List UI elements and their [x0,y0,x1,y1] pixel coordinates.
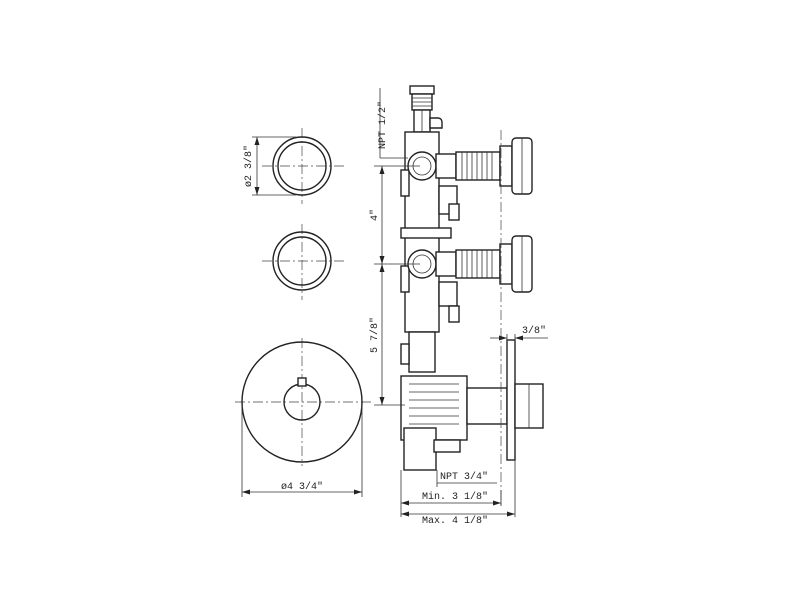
handle-diameter-label: ø2 3/8" [243,145,255,187]
side-view-group [400,85,544,505]
upper-spindle-and-handle [435,137,533,195]
handle-diameter-dimension: ø2 3/8" [243,136,296,196]
front-view-group: ø2 3/8" ø4 3/4" [235,128,372,497]
depth-max-label: Max. 4 1/8" [422,515,488,527]
depth-min-label: Min. 3 1/8" [422,491,488,503]
plate-thickness-dimension: 3/8" [490,325,548,342]
handle-front-view-top [262,128,345,204]
npt-bottom-label: NPT 3/4" [440,471,488,483]
dimensions-side-view: NPT 1/2" 4" 5 7/8" 3/8" [369,88,548,527]
top-inlet-connector [409,85,443,133]
valve-body [400,110,460,373]
plate-thickness-label: 3/8" [522,325,546,337]
thermostatic-cartridge-body [400,339,544,471]
depth-dimensions: Min. 3 1/8" Max. 4 1/8" [400,460,516,527]
plate-diameter-label: ø4 3/4" [281,481,323,493]
npt-bottom-dimension: NPT 3/4" [436,470,497,487]
npt-top-dimension: NPT 1/2" [377,88,408,159]
vertical-spacing-dimensions: 4" 5 7/8" [369,165,420,406]
plate-diameter-dimension: ø4 3/4" [241,406,363,497]
spacing-lower-label: 5 7/8" [369,317,381,353]
spacing-upper-label: 4" [369,209,381,221]
trim-plate-front-view [235,338,372,466]
handle-front-view-middle [262,224,345,300]
npt-top-label: NPT 1/2" [377,101,389,149]
lower-spindle-and-handle [435,235,533,293]
